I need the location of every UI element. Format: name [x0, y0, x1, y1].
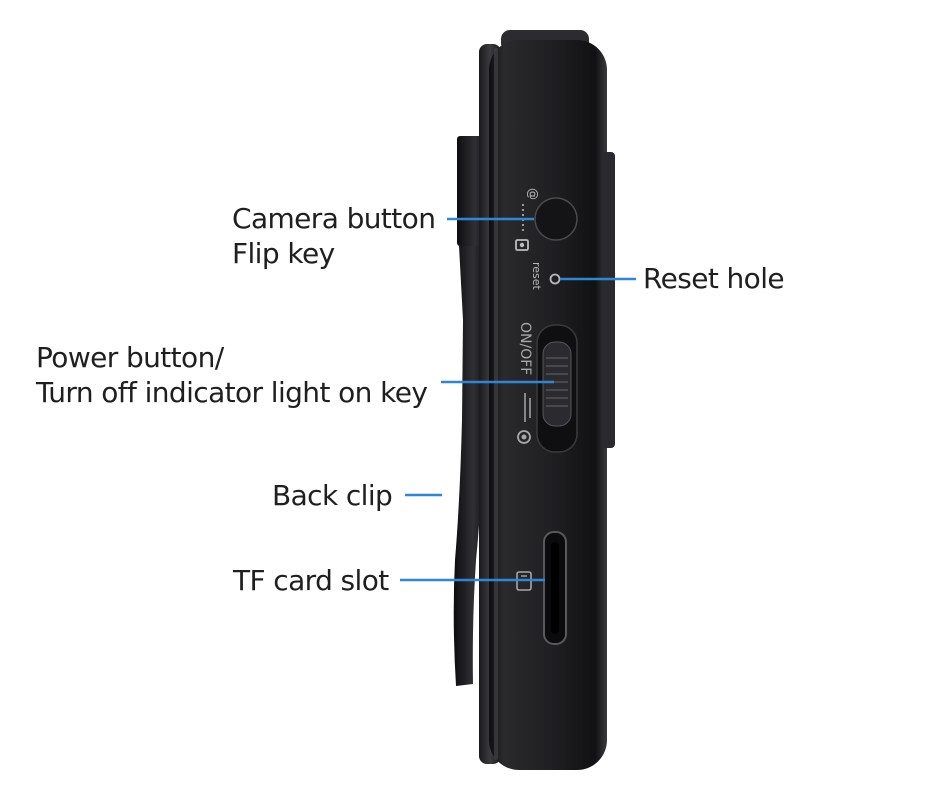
camera-markings: @	[515, 188, 540, 251]
back-clip-arm	[453, 246, 486, 686]
power-switch[interactable]	[536, 324, 578, 453]
reset-hole[interactable]	[549, 273, 561, 285]
switch-arrow-icon	[524, 393, 531, 422]
camera-button-callout: Camera button Flip key	[232, 201, 436, 271]
tf-card-slot[interactable]	[543, 531, 567, 645]
tf-card-slot-label: TF card slot	[233, 564, 389, 597]
switch-grip	[546, 357, 568, 407]
reset-marking: reset	[530, 262, 543, 291]
back-clip-label: Back clip	[272, 479, 393, 512]
indicator-light-icon	[517, 430, 531, 444]
back-clip-callout: Back clip	[272, 478, 393, 513]
power-button-label: Power button/	[36, 341, 224, 374]
camera-button[interactable]	[534, 197, 578, 241]
switch-knob[interactable]	[542, 341, 572, 427]
body-highlight	[494, 48, 498, 760]
tf-card-slot-callout: TF card slot	[233, 563, 389, 598]
reset-hole-callout: Reset hole	[643, 261, 785, 296]
leader-lines	[400, 217, 636, 582]
front-plate	[602, 152, 615, 448]
switch-marking: ON/OFF	[517, 322, 533, 375]
flip-key-label: Flip key	[232, 237, 335, 270]
camera-button-label: Camera button	[232, 202, 436, 235]
reset-hole-label: Reset hole	[643, 262, 785, 295]
indicator-light-label: Turn off indicator light on key	[36, 376, 428, 409]
camera-icon	[515, 239, 529, 251]
svg-text:@: @	[526, 188, 540, 200]
power-button-callout: Power button/ Turn off indicator light o…	[36, 340, 428, 410]
